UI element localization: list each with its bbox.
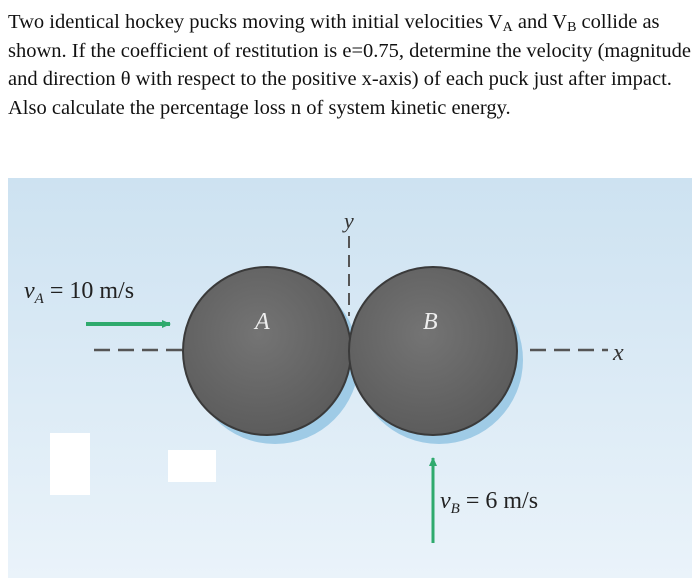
puck-a (182, 266, 352, 436)
y-axis-label: y (342, 208, 354, 233)
white-patch-1 (50, 433, 90, 495)
problem-text-part-3: collide as shown. If the coefficient of … (8, 11, 691, 119)
collision-figure: y x A B vA = 10 m/s vB = 6 m/s (8, 178, 692, 578)
subscript-a: A (502, 20, 513, 35)
velocity-b-label: vB = 6 m/s (440, 488, 538, 517)
velocity-b-value: = 6 m/s (460, 488, 538, 514)
puck-b (348, 266, 518, 436)
velocity-a-value: = 10 m/s (44, 278, 134, 304)
velocity-a-subscript: A (34, 291, 45, 307)
velocity-a-label: vA = 10 m/s (24, 278, 134, 307)
subscript-b: B (567, 20, 577, 35)
problem-statement: Two identical hockey pucks moving with i… (8, 8, 692, 122)
velocity-b-subscript: B (451, 501, 460, 517)
problem-text-part-1: Two identical hockey pucks moving with i… (8, 11, 503, 33)
white-patch-2 (168, 450, 216, 482)
collision-diagram: y x A B vA = 10 m/s vB = 6 m/s (8, 178, 692, 578)
velocity-b-symbol: v (440, 488, 451, 514)
puck-a-label: A (253, 309, 270, 335)
problem-text-part-2: and V (512, 11, 568, 33)
puck-b-label: B (423, 309, 438, 335)
x-axis-label: x (612, 340, 624, 366)
velocity-a-symbol: v (24, 278, 35, 304)
